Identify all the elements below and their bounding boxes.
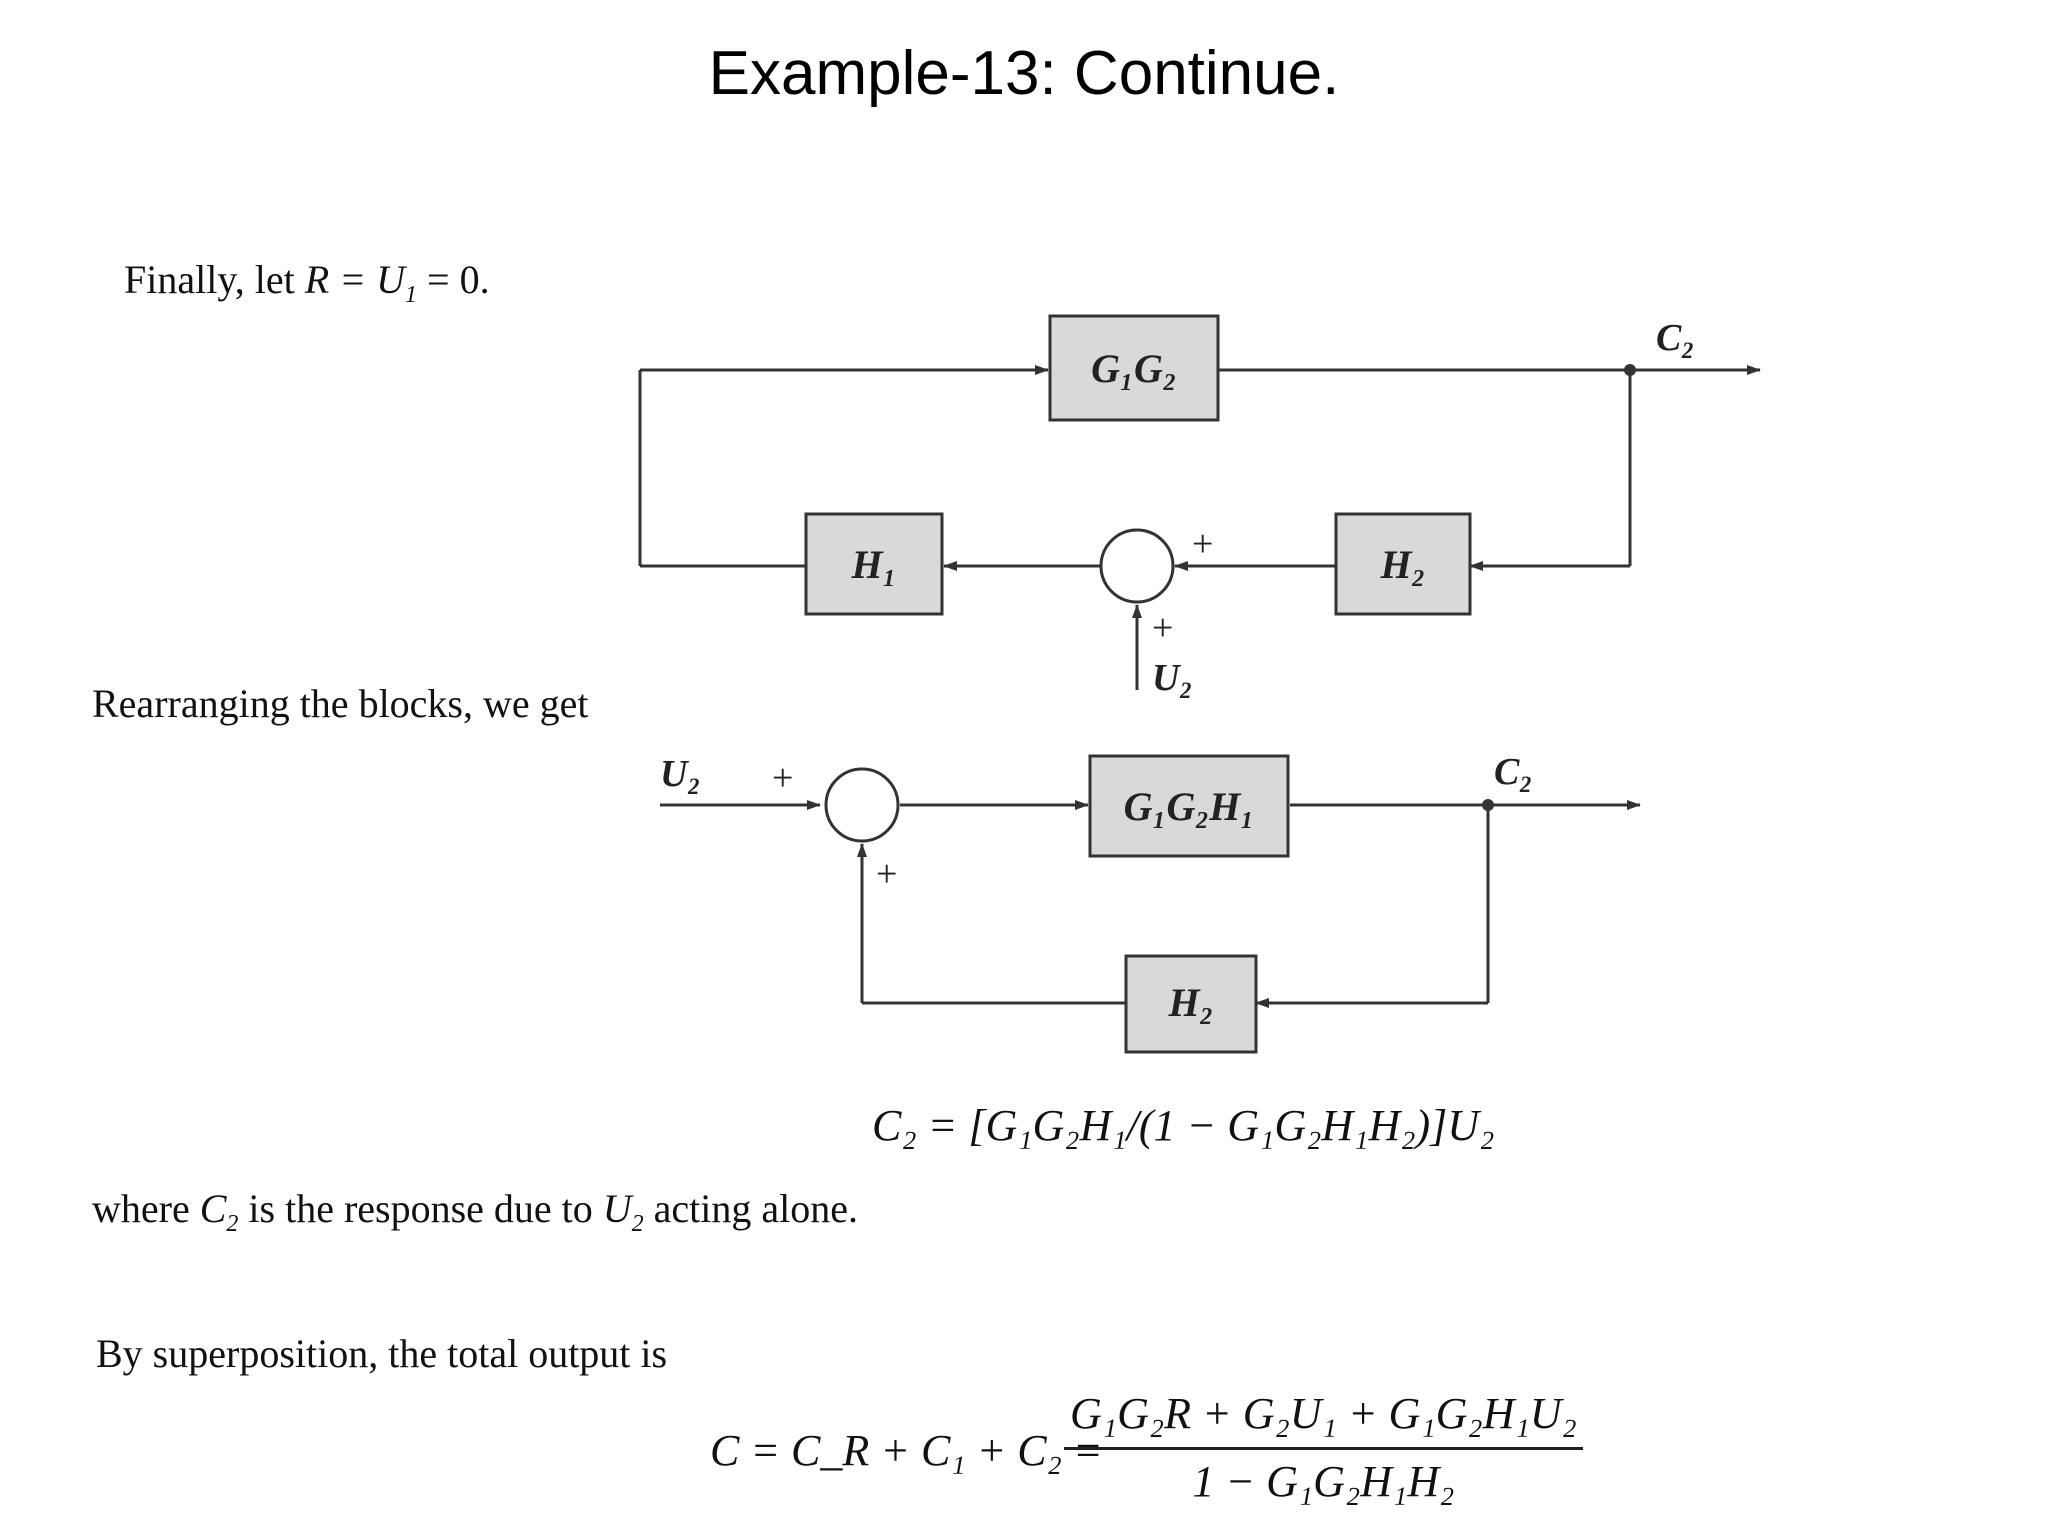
d2-block-g1g2h1 (1088, 754, 1290, 858)
diagram-2 (660, 800, 1641, 1008)
d1-takeoff-point (1624, 364, 1636, 376)
where-c-main: C (199, 1186, 227, 1231)
d2-output-label: C₂ (1494, 751, 1533, 793)
total-equation-fraction: G₁G₂R + G₂U₁ + G₁G₂H₁U₂ 1 − G₁G₂H₁H₂ (1064, 1388, 1583, 1507)
d1-summing-junction (1099, 528, 1175, 604)
d1-block-g1g2 (1048, 314, 1220, 422)
d1-block-h2 (1334, 512, 1472, 616)
where-text: where C2 is the response due to U2 actin… (92, 1185, 858, 1238)
diagram-1 (638, 365, 1761, 690)
total-denominator: 1 − G₁G₂H₁H₂ (1192, 1457, 1455, 1506)
d2-plus-feedback: + (876, 853, 897, 895)
rearranging-text: Rearranging the blocks, we get (92, 681, 589, 726)
where-c-sub: 2 (226, 1211, 239, 1237)
where-word: where (92, 1186, 190, 1231)
where-u2: U2 (602, 1186, 644, 1237)
where-end: acting alone. (643, 1186, 859, 1231)
intro-prefix: Finally, let (124, 257, 295, 302)
d1-block-g1g2-label: G₁G₂ (1091, 346, 1177, 391)
intro-eq-sub: 1 (405, 282, 418, 308)
d1-plus-top: + (1192, 523, 1213, 565)
d2-takeoff-point (1482, 799, 1494, 811)
d2-plus-input: + (772, 757, 793, 799)
total-equation-lhs: C = C_R + C₁ + C₂ = (710, 1426, 1103, 1475)
d1-output-label: C₂ (1656, 317, 1695, 359)
d2-block-h2-label: H₂ (1167, 980, 1213, 1025)
intro-text: Finally, let R = U1 = 0. (124, 256, 490, 309)
c2-equation: C₂ = [G₁G₂H₁/(1 − G₁G₂H₁H₂)]U₂ (872, 1101, 1495, 1150)
d2-summing-junction (824, 767, 900, 843)
d1-block-h1-label: H₁ (850, 542, 896, 587)
where-middle: is the response due to (238, 1186, 603, 1231)
slide-title: Example-13: Continue. (708, 39, 1340, 108)
superposition-text: By superposition, the total output is (96, 1331, 668, 1376)
d2-block-h2 (1124, 954, 1258, 1054)
where-u-main: U (602, 1186, 632, 1231)
intro-suffix: = 0. (417, 257, 490, 302)
d1-input-label: U₂ (1152, 657, 1193, 699)
intro-equation: R = U1 (304, 257, 417, 308)
d1-block-h1 (804, 512, 944, 616)
d1-block-h2-label: H₂ (1379, 542, 1425, 587)
intro-eq-main: R = U (304, 257, 406, 302)
total-numerator: G₁G₂R + G₂U₁ + G₁G₂H₁U₂ (1064, 1388, 1583, 1450)
d1-plus-bottom: + (1152, 607, 1173, 649)
where-u-sub: 2 (631, 1211, 644, 1237)
d2-input-label: U₂ (660, 753, 701, 795)
d2-block-g1g2h1-label: G₁G₂H₁ (1124, 784, 1255, 829)
where-c2: C2 (199, 1186, 239, 1237)
